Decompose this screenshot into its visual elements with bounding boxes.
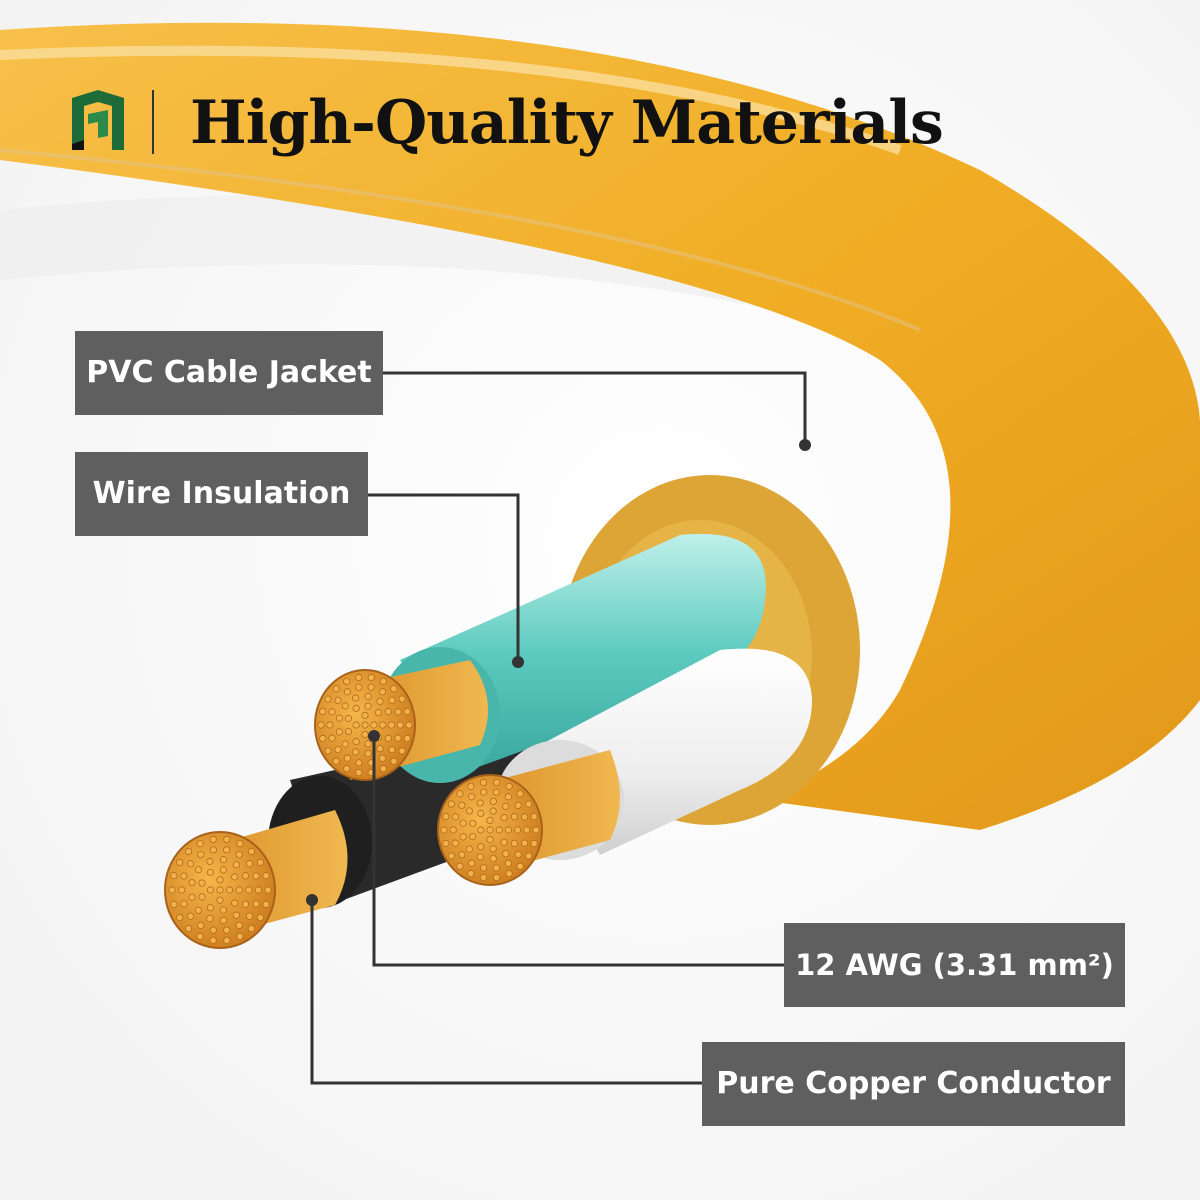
leader-dots bbox=[306, 439, 811, 906]
callout-pure-copper-conductor: Pure Copper Conductor bbox=[702, 1042, 1125, 1126]
leader-dot-jacket bbox=[799, 439, 811, 451]
leader-line-insulation bbox=[368, 493, 520, 662]
leader-line-gauge bbox=[372, 736, 784, 967]
leader-lines bbox=[310, 371, 807, 1085]
copper-strand-dots bbox=[168, 673, 540, 945]
header-divider bbox=[152, 90, 154, 154]
leader-dot-insulation bbox=[512, 656, 524, 668]
callout-wire-gauge: 12 AWG (3.31 mm²) bbox=[784, 923, 1125, 1007]
leader-line-jacket bbox=[383, 371, 807, 445]
cable-jacket bbox=[0, 22, 1200, 830]
leader-dot-conductor bbox=[306, 894, 318, 906]
callout-pvc-cable-jacket: PVC Cable Jacket bbox=[75, 331, 383, 415]
jacket-inner-edge bbox=[0, 148, 921, 332]
jacket-highlight bbox=[0, 45, 902, 155]
leader-dot-gauge bbox=[368, 730, 380, 742]
callout-wire-insulation: Wire Insulation bbox=[75, 452, 368, 536]
brand-logo-icon bbox=[72, 90, 124, 150]
page-title: High-Quality Materials bbox=[190, 88, 944, 158]
leader-line-conductor bbox=[310, 900, 702, 1085]
